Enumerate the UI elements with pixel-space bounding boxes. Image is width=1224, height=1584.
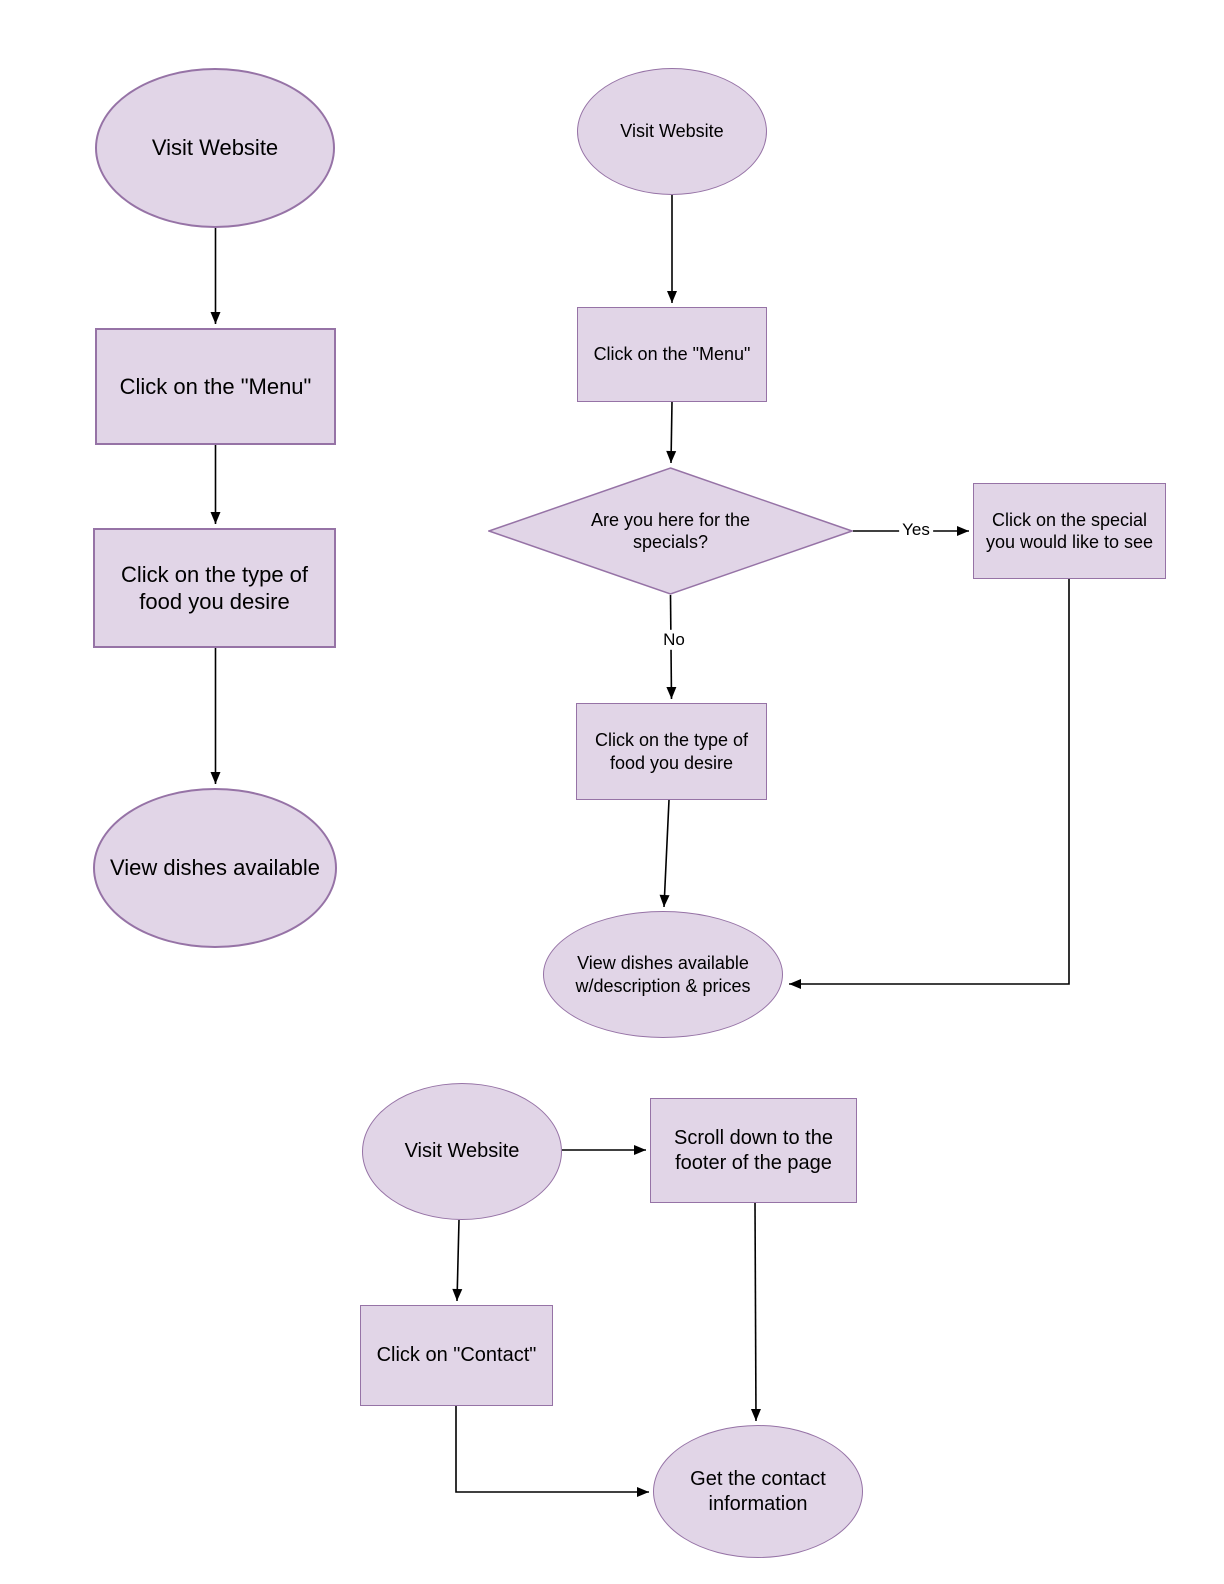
specials-foodtype-label: Click on the type of food you desire	[594, 730, 749, 773]
contact-scroll-step: Scroll down to the footer of the page	[650, 1098, 857, 1203]
diamond-shape	[488, 467, 853, 595]
contact-start-ellipse: Visit Website	[362, 1083, 562, 1220]
specials-special-step: Click on the special you would like to s…	[973, 483, 1166, 579]
specials-end-ellipse: View dishes available w/description & pr…	[543, 911, 783, 1038]
menuflow-start-label: Visit Website	[151, 135, 279, 161]
specials-special-label: Click on the special you would like to s…	[985, 509, 1154, 553]
contact-scroll-label: Scroll down to the footer of the page	[674, 1126, 833, 1174]
contact-end-ellipse: Get the contact information	[653, 1425, 863, 1558]
specials-decision-label: Are you here for the specials?	[590, 509, 751, 553]
menuflow-menu-step: Click on the "Menu"	[95, 328, 336, 445]
menuflow-end-ellipse: View dishes available	[93, 788, 337, 948]
edge-contact-scroll-to-end	[750, 1202, 761, 1422]
specials-menu-label: Click on the "Menu"	[593, 344, 751, 365]
menuflow-start-ellipse: Visit Website	[95, 68, 335, 228]
edge-contact-start-to-contact	[452, 1219, 463, 1302]
contact-start-label: Visit Website	[404, 1140, 520, 1162]
specials-decision-diamond: Are you here for the specials?	[488, 467, 853, 595]
edge-specials-menu-to-decision	[666, 401, 677, 464]
contact-contact-step: Click on "Contact"	[360, 1305, 553, 1406]
specials-end-label: View dishes available w/description & pr…	[575, 953, 751, 996]
specials-start-ellipse: Visit Website	[577, 68, 767, 195]
edge-label-yes: Yes	[899, 519, 933, 541]
specials-start-label: Visit Website	[620, 121, 724, 142]
specials-foodtype-step: Click on the type of food you desire	[576, 703, 767, 800]
edge-specials-foodtype-to-end	[659, 799, 670, 908]
menuflow-foodtype-step: Click on the type of food you desire	[93, 528, 336, 648]
specials-menu-step: Click on the "Menu"	[577, 307, 767, 402]
menuflow-foodtype-label: Click on the type of food you desire	[120, 561, 309, 615]
edge-contact-contact-to-end	[455, 1406, 649, 1497]
menuflow-menu-label: Click on the "Menu"	[119, 373, 312, 399]
menuflow-end-label: View dishes available	[110, 855, 320, 881]
contact-contact-label: Click on "Contact"	[376, 1344, 537, 1366]
edge-specials-special-to-end	[789, 579, 1070, 989]
edge-label-no: No	[660, 629, 688, 651]
contact-end-label: Get the contact information	[690, 1467, 826, 1515]
